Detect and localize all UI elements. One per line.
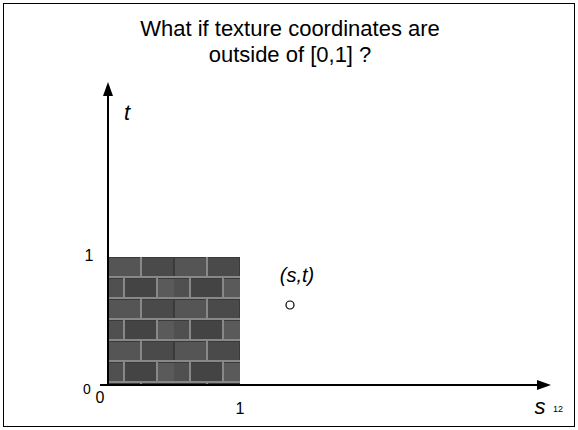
brick-texture (108, 257, 240, 385)
axis-name: t (124, 101, 130, 125)
axis-tick-value: 0 (96, 389, 105, 407)
t-arrowhead (103, 82, 113, 96)
axis-tick-value: 1 (85, 247, 94, 265)
sample-point (286, 301, 294, 309)
axis-tick-value: 0 (83, 382, 91, 397)
slide-number: 12 (553, 405, 563, 415)
axis-tick-value: 1 (236, 400, 245, 418)
point-label: (s,t) (280, 264, 314, 286)
t-axis (107, 92, 109, 385)
s-arrowhead (537, 380, 551, 390)
slide-title: What if texture coordinates are outside … (140, 16, 440, 69)
s-axis (100, 384, 540, 386)
slide-frame (4, 4, 575, 427)
axis-name: s (535, 395, 546, 419)
